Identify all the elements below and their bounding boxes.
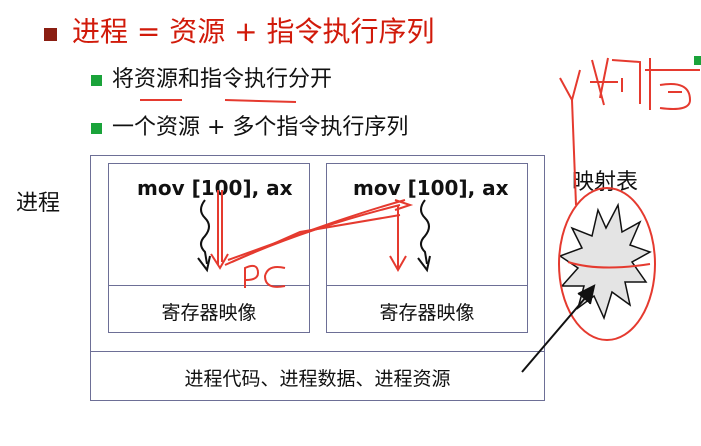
pointer-arrow bbox=[521, 284, 596, 373]
thread-1-code: mov [100], ax bbox=[137, 176, 293, 200]
register-image-box-2: 寄存器映像 bbox=[326, 285, 528, 333]
execution-arrow-1 bbox=[197, 199, 211, 273]
red-annotation-1 bbox=[210, 190, 414, 270]
red-circle-annotation bbox=[558, 187, 656, 341]
thread-box-2: mov [100], ax 寄存器映像 bbox=[326, 163, 528, 333]
pc-handwriting bbox=[244, 264, 286, 288]
red-annotation-2 bbox=[389, 205, 407, 273]
title-bullet-icon bbox=[44, 28, 57, 41]
bullet-2-text: 一个资源 + 多个指令执行序列 bbox=[112, 115, 409, 140]
process-label: 进程 bbox=[16, 191, 61, 216]
register-image-label-1: 寄存器映像 bbox=[161, 302, 257, 324]
execution-arrow-2 bbox=[417, 199, 431, 273]
register-image-box-1: 寄存器映像 bbox=[108, 285, 310, 333]
mapping-table-shape bbox=[558, 202, 652, 321]
register-image-label-2: 寄存器映像 bbox=[379, 302, 475, 324]
green-bullet-icon bbox=[91, 75, 102, 86]
red-circle-annotation bbox=[567, 261, 651, 269]
process-resources-label: 进程代码、进程数据、进程资源 bbox=[184, 368, 451, 390]
thread-box-1: mov [100], ax 寄存器映像 bbox=[108, 163, 310, 333]
process-resources-box: 进程代码、进程数据、进程资源 bbox=[90, 351, 545, 401]
underline-annotation bbox=[224, 99, 297, 103]
handwriting-scribble bbox=[559, 57, 700, 206]
slide-title: 进程 = 资源 + 指令执行序列 bbox=[72, 15, 435, 48]
bullet-1-text: 将资源和指令执行分开 bbox=[112, 67, 333, 92]
mapping-table-label: 映射表 bbox=[572, 170, 639, 195]
thread-2-code: mov [100], ax bbox=[353, 176, 509, 200]
green-bullet-icon bbox=[694, 56, 701, 65]
green-bullet-icon bbox=[91, 123, 102, 134]
